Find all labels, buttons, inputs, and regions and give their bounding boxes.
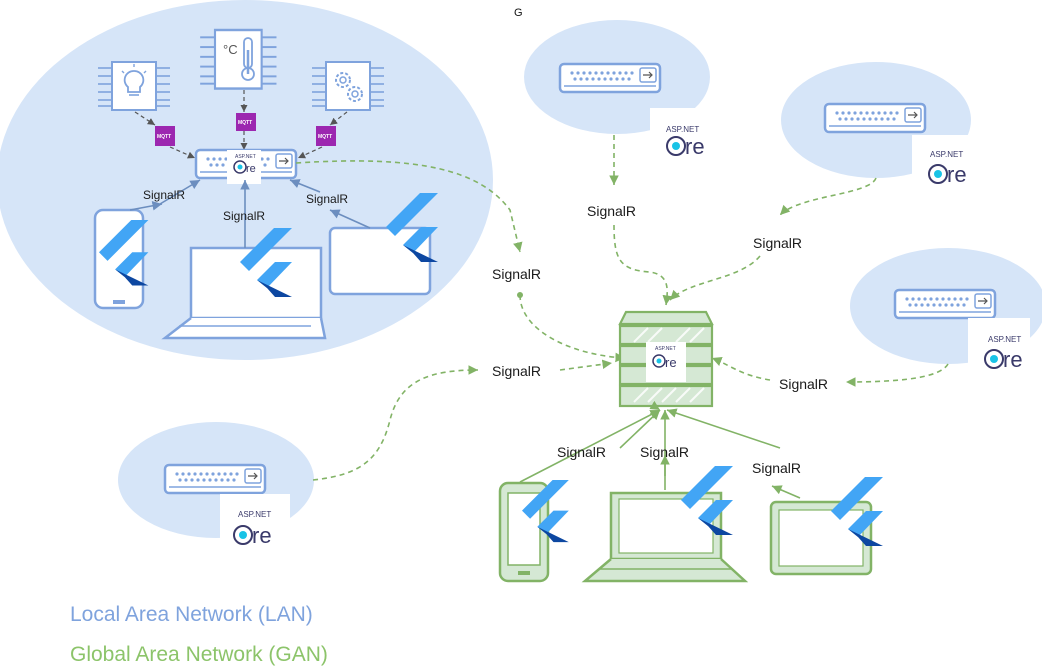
mqtt-badge-right: MQTT <box>316 126 336 146</box>
asp-net-core-logo-right-top: ASP.NET re <box>912 135 974 191</box>
lan-tablet <box>328 193 438 296</box>
signalr-label-lan-tablet: SignalR <box>306 192 348 206</box>
asp-net-core-logo-left: ASP.NET re <box>220 494 290 552</box>
svg-text:ASP.NET: ASP.NET <box>235 154 256 160</box>
signalr-label-right-top: SignalR <box>753 235 802 251</box>
signalr-label-gan-phone: SignalR <box>557 444 606 460</box>
temperature-unit: °C <box>223 42 238 57</box>
svg-text:re: re <box>252 523 272 548</box>
svg-text:re: re <box>685 134 705 159</box>
asp-net-core-logo-right: ASP.NET re <box>968 318 1030 374</box>
signalr-label-gan-laptop: SignalR <box>640 444 689 460</box>
mqtt-badge-left: MQTT <box>155 126 175 146</box>
lan-laptop <box>161 228 327 340</box>
gears-chip <box>311 61 385 111</box>
remote-router-right <box>893 288 997 320</box>
svg-text:ASP.NET: ASP.NET <box>930 150 963 159</box>
top-letter: G <box>514 7 523 19</box>
gan-phone <box>498 480 569 583</box>
svg-text:MQTT: MQTT <box>318 134 332 140</box>
svg-text:re: re <box>947 162 967 187</box>
lightbulb-chip <box>97 61 171 111</box>
svg-text:re: re <box>1003 347 1023 372</box>
mqtt-badge-center: MQTT <box>236 113 256 131</box>
signalr-label-gan-tablet: SignalR <box>752 460 801 476</box>
legend-gan: Global Area Network (GAN) <box>70 643 328 666</box>
remote-router-right-top <box>823 102 927 134</box>
thermometer-chip: °C <box>198 28 278 90</box>
signalr-label-left: SignalR <box>492 363 541 379</box>
svg-text:ASP.NET: ASP.NET <box>988 335 1021 344</box>
lan-to-gan-link <box>295 160 523 253</box>
gan-laptop <box>581 466 749 583</box>
signalr-label-top: SignalR <box>587 203 636 219</box>
svg-text:ASP.NET: ASP.NET <box>666 125 699 134</box>
legend-lan: Local Area Network (LAN) <box>70 603 313 626</box>
signalr-label-right: SignalR <box>779 376 828 392</box>
svg-text:MQTT: MQTT <box>238 120 252 126</box>
lan-phone <box>93 208 149 310</box>
remote-router-left <box>163 463 267 495</box>
signalr-label-lan-link: SignalR <box>492 266 541 282</box>
gan-server: ASP.NET re <box>618 310 714 408</box>
svg-text:MQTT: MQTT <box>157 134 171 140</box>
remote-router-top <box>558 62 662 94</box>
lan-asp-net-core-logo: ASP.NET re <box>227 150 261 184</box>
gan-tablet <box>769 477 883 576</box>
svg-text:ASP.NET: ASP.NET <box>655 346 676 352</box>
signalr-label-lan-phone: SignalR <box>143 188 185 202</box>
svg-text:ASP.NET: ASP.NET <box>238 510 271 519</box>
svg-text:re: re <box>665 355 677 370</box>
asp-net-core-logo-top: ASP.NET re <box>650 108 712 164</box>
svg-text:re: re <box>246 163 256 175</box>
signalr-label-lan-laptop: SignalR <box>223 209 265 223</box>
